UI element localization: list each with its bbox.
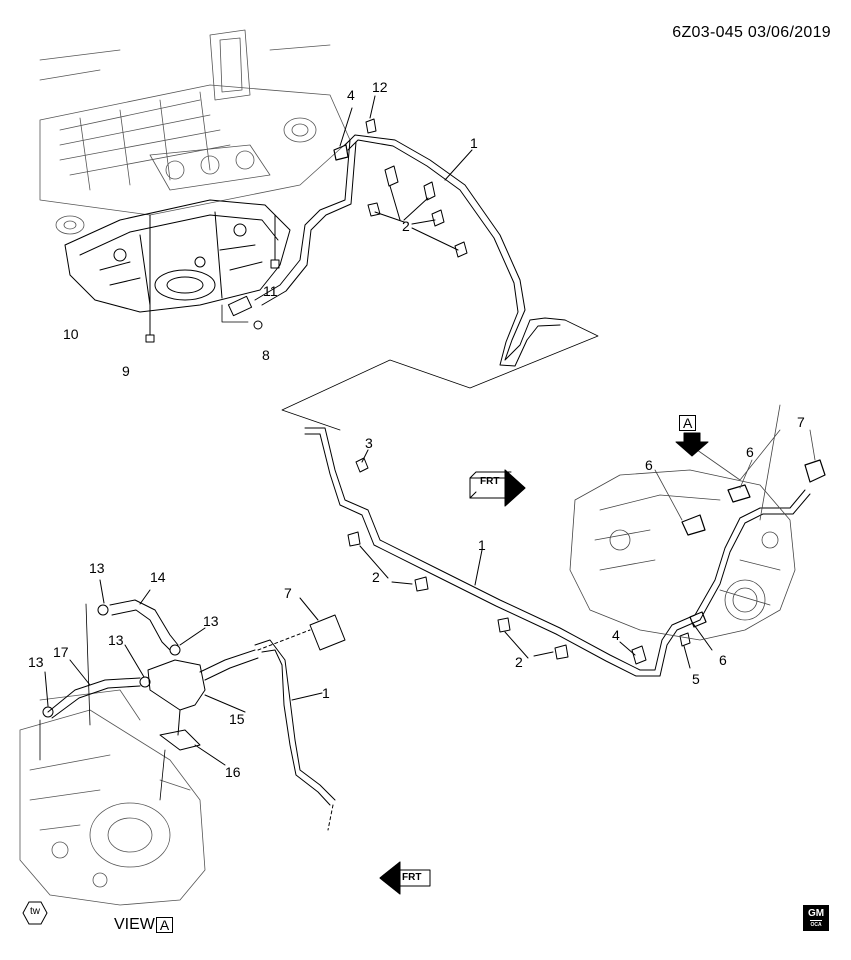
view-a-detail [19, 579, 346, 906]
callout-6: 6 [719, 652, 727, 668]
upper-hose-1 [254, 95, 566, 367]
frt-arrow-lower [379, 861, 431, 895]
callout-8: 8 [262, 347, 270, 363]
view-label-letter: A [155, 917, 174, 933]
document-reference: 6Z03-045 03/06/2019 [672, 24, 831, 41]
callout-2: 2 [515, 654, 523, 670]
break-line [281, 319, 599, 431]
tw-badge: tw [22, 900, 48, 926]
callout-2: 2 [372, 569, 380, 585]
callout-1: 1 [478, 537, 486, 553]
callout-13: 13 [203, 613, 219, 629]
callout-1: 1 [322, 685, 330, 701]
view-a-arrow [675, 432, 709, 457]
gm-logo: GM OCA [803, 905, 829, 931]
callout-12: 12 [372, 79, 388, 95]
callout-11: 11 [263, 283, 278, 299]
callout-16: 16 [225, 764, 241, 780]
callout-2: 2 [402, 218, 410, 234]
callout-7: 7 [797, 414, 805, 430]
view-a-marker: A [678, 415, 697, 433]
callout-10: 10 [63, 326, 79, 342]
front-motor-illustration [569, 404, 826, 641]
callout-4: 4 [347, 87, 355, 103]
frt-arrow-upper [469, 469, 526, 507]
gm-logo-text: GM [807, 907, 825, 919]
callout-6: 6 [645, 457, 653, 473]
view-a-letter: A [679, 415, 697, 431]
callout-17: 17 [53, 644, 69, 660]
callout-15: 15 [229, 711, 245, 727]
frt-label-upper: FRT [480, 476, 500, 487]
frt-label-lower: FRT [402, 872, 422, 883]
callout-7: 7 [284, 585, 292, 601]
callout-3: 3 [365, 435, 373, 451]
callout-9: 9 [122, 363, 130, 379]
callout-6: 6 [746, 444, 754, 460]
hexagon-icon [22, 901, 48, 925]
callout-13: 13 [108, 632, 124, 648]
tw-badge-text: tw [30, 906, 40, 917]
callout-1: 1 [470, 135, 478, 151]
callout-5: 5 [692, 671, 700, 687]
view-label-text: VIEW [114, 916, 155, 933]
callout-13: 13 [28, 654, 44, 670]
drive-unit-illustration [64, 199, 291, 343]
view-a-label: VIEW A [114, 916, 174, 934]
callout-4: 4 [612, 627, 620, 643]
callout-14: 14 [150, 569, 166, 585]
callout-13: 13 [89, 560, 105, 576]
gm-logo-subtext: OCA [810, 919, 822, 928]
vehicle-underbody-illustration [39, 29, 351, 235]
lower-hose-1 [304, 427, 811, 677]
